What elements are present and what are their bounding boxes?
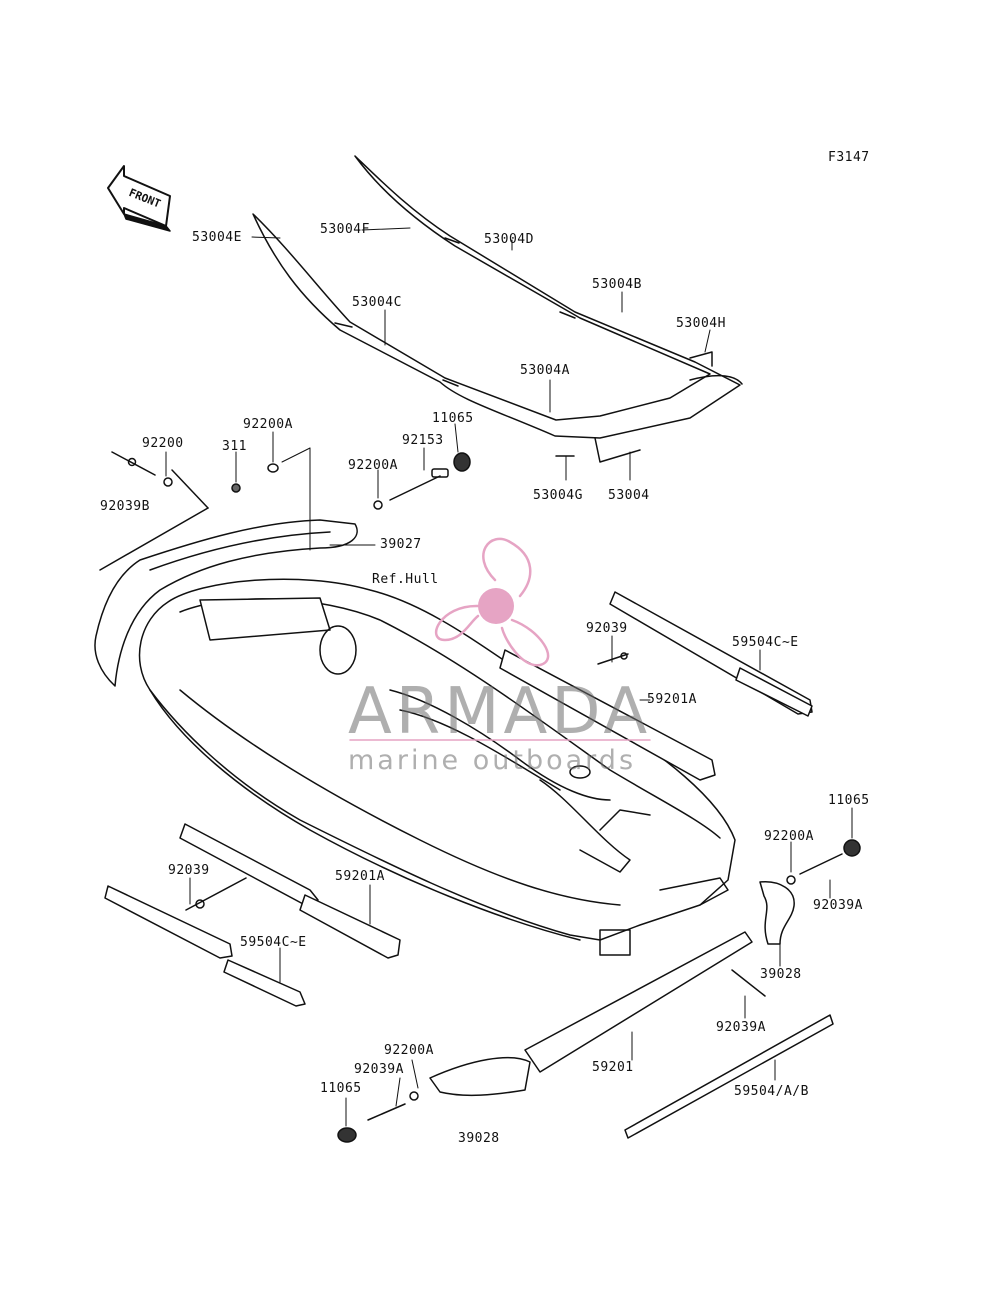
part-label-92039-right: 92039 [586, 621, 628, 636]
part-label-53004g: 53004G [533, 488, 583, 503]
leader-lines [165, 227, 853, 1127]
part-label-53004d: 53004D [484, 232, 534, 247]
watermark-subtitle: marine outboards [348, 745, 637, 776]
part-label-311: 311 [222, 439, 247, 454]
part-label-11065-bottom: 11065 [320, 1081, 362, 1096]
part-label-53004e: 53004E [192, 230, 242, 245]
part-label-59504ab: 59504/A/B [734, 1084, 809, 1099]
part-label-53004: 53004 [608, 488, 650, 503]
part-label-92153: 92153 [402, 433, 444, 448]
part-label-59504ce-left: 59504C~E [240, 935, 307, 950]
watermark-title: ARMADA [348, 675, 652, 749]
hardware-top-left [99, 451, 471, 571]
part-label-92200a-top: 92200A [243, 417, 293, 432]
part-label-59201: 59201 [592, 1060, 634, 1075]
part-label-92200a-right: 92200A [764, 829, 814, 844]
hood-guard-39027 [94, 519, 358, 687]
left-lower-strips [104, 823, 401, 1007]
front-arrow-icon: FRONT [107, 165, 171, 232]
part-label-53004a: 53004A [520, 363, 570, 378]
ref-hull-label: Ref.Hull [372, 572, 439, 587]
part-label-92039-left: 92039 [168, 863, 210, 878]
part-label-11065-right: 11065 [828, 793, 870, 808]
part-label-59201a-right: 59201A [647, 692, 697, 707]
part-label-39028-right: 39028 [760, 967, 802, 982]
part-label-39028-bottom: 39028 [458, 1131, 500, 1146]
figure-code: F3147 [828, 150, 870, 165]
part-label-53004c: 53004C [352, 295, 402, 310]
part-label-11065-top: 11065 [432, 411, 474, 426]
part-label-92039a-low: 92039A [716, 1020, 766, 1035]
propeller-icon [349, 537, 651, 741]
seat-mat-group [252, 155, 743, 463]
part-label-53004b: 53004B [592, 277, 642, 292]
part-label-92039b: 92039B [100, 499, 150, 514]
part-label-53004h: 53004H [676, 316, 726, 331]
right-upper-strips [499, 591, 813, 781]
part-label-92200a-mid: 92200A [348, 458, 398, 473]
part-label-92039a-bottom: 92039A [354, 1062, 404, 1077]
part-label-53004f: 53004F [320, 222, 370, 237]
part-label-59504ce-right: 59504C~E [732, 635, 799, 650]
part-label-92200: 92200 [142, 436, 184, 451]
bottom-parts [337, 1056, 531, 1143]
part-label-92039a-right: 92039A [813, 898, 863, 913]
part-label-59201a-left: 59201A [335, 869, 385, 884]
part-label-92200a-bottom: 92200A [384, 1043, 434, 1058]
right-lower-parts [524, 839, 861, 1139]
part-label-39027: 39027 [380, 537, 422, 552]
hull-outline [138, 578, 736, 956]
